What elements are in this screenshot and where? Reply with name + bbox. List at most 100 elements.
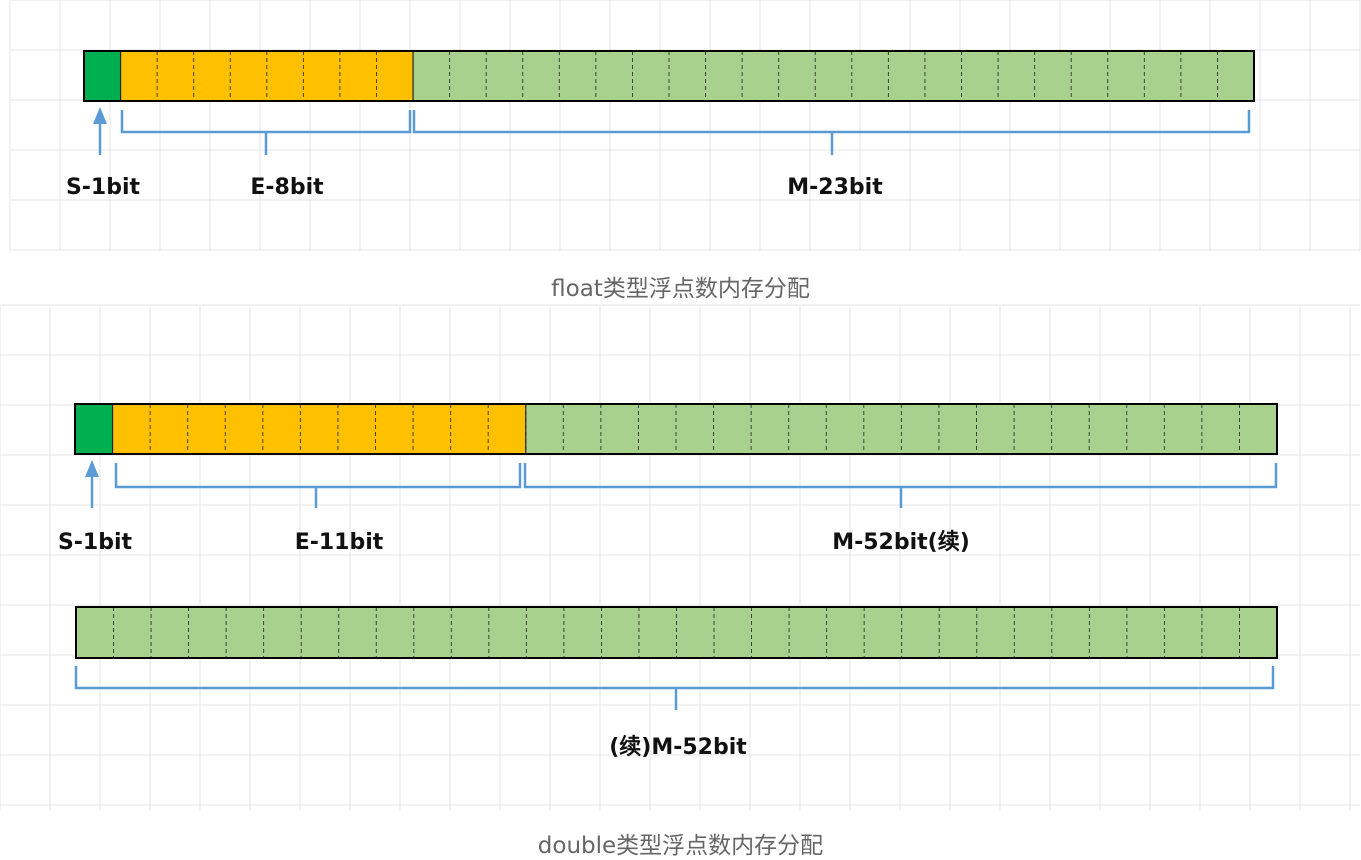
float-mantissa-bit-cell xyxy=(961,51,999,101)
double-continuation-mantissa-bit-cell xyxy=(526,607,565,658)
double-mantissa-bit-cell xyxy=(1126,404,1165,454)
double-exponent-bit-cell xyxy=(488,404,527,454)
double-continuation-mantissa-bit-cell xyxy=(751,607,790,658)
double-continuation-mantissa-bit-cell xyxy=(563,607,602,658)
float-mantissa-bit-cell xyxy=(559,51,597,101)
float-mantissa-bit-cell xyxy=(669,51,706,101)
float-mantissa-label: M-23bit xyxy=(787,175,883,200)
double-continuation-label: (续)M-52bit xyxy=(609,734,747,760)
double-mantissa-bit-cell xyxy=(713,404,752,454)
double-mantissa-bit-cell xyxy=(600,404,639,454)
double-mantissa-bit-cell xyxy=(788,404,827,454)
double-continuation-mantissa-bit-cell xyxy=(939,607,978,658)
double-exponent-label: E-11bit xyxy=(295,530,384,555)
double-mantissa-bit-cell xyxy=(1014,404,1052,454)
double-sign-bit-cell xyxy=(75,404,113,454)
float-mantissa-bit-cell xyxy=(705,51,743,101)
float-mantissa-bit-cell xyxy=(1180,51,1218,101)
double-mantissa-bit-cell xyxy=(976,404,1015,454)
double-continuation-mantissa-bit-cell xyxy=(714,607,752,658)
float-mantissa-bit-cell xyxy=(595,51,633,101)
double-mantissa-bit-cell xyxy=(863,404,902,454)
float-mantissa-bit-cell xyxy=(486,51,524,101)
float-sign-label: S-1bit xyxy=(66,175,141,200)
float-exponent-label: E-8bit xyxy=(250,175,324,200)
float-bar-outline xyxy=(83,50,1255,102)
double-exponent-bit-cell xyxy=(262,404,301,454)
double-continuation-mantissa-bit-cell xyxy=(451,607,490,658)
double-mantissa-bit-cell xyxy=(826,404,865,454)
double-mantissa-bit-cell xyxy=(1051,404,1090,454)
double-exponent-bit-cell xyxy=(225,404,264,454)
double-mantissa-bit-cell xyxy=(1201,404,1240,454)
double-continuation-mantissa-bit-cell xyxy=(676,607,715,658)
float-mantissa-bit-cell xyxy=(851,51,889,101)
float-mantissa-brace xyxy=(412,110,1251,155)
float-exponent-bit-cell xyxy=(230,51,268,101)
double-continuation-mantissa-bit-cell xyxy=(1089,607,1128,658)
float-mantissa-bit-cell xyxy=(1144,51,1182,101)
float-mantissa-bit-cell xyxy=(522,51,560,101)
float-mantissa-bit-cell xyxy=(1071,51,1109,101)
double-bit-bar-row1 xyxy=(74,403,1278,455)
double-mantissa-bit-cell xyxy=(901,404,940,454)
float-bar-cells xyxy=(83,50,1255,102)
double-continuation-mantissa-bit-cell xyxy=(1201,607,1240,658)
double-continuation-mantissa-bit-cell xyxy=(1051,607,1090,658)
float-exponent-bit-cell xyxy=(120,51,158,101)
double-continuation-mantissa-bit-cell xyxy=(338,607,377,658)
double-continuation-mantissa-bit-cell xyxy=(601,607,640,658)
double-continuation-mantissa-bit-cell xyxy=(864,607,902,658)
double-continuation-mantissa-bit-cell xyxy=(901,607,940,658)
double-continuation-mantissa-bit-cell xyxy=(76,607,114,658)
float-mantissa-bit-cell xyxy=(815,51,853,101)
float-exponent-bit-cell xyxy=(339,51,377,101)
double-bar-outline xyxy=(74,403,1278,455)
double-continuation-bar-outline xyxy=(75,606,1278,659)
double-mantissa-bit-cell xyxy=(638,404,677,454)
float-mantissa-bit-cell xyxy=(778,51,816,101)
double-exponent-bit-cell xyxy=(150,404,188,454)
float-mantissa-bit-cell xyxy=(924,51,962,101)
double-exponent-bit-cell xyxy=(413,404,451,454)
double-mantissa-bit-cell xyxy=(1164,404,1203,454)
float-exponent-bit-cell xyxy=(193,51,231,101)
double-continuation-mantissa-bit-cell xyxy=(789,607,827,658)
double-exponent-bit-cell xyxy=(300,404,339,454)
double-mantissa-brace xyxy=(523,463,1278,508)
float-mantissa-bit-cell xyxy=(998,51,1035,101)
float-exponent-bit-cell xyxy=(157,51,194,101)
float-mantissa-bit-cell xyxy=(742,51,779,101)
double-mantissa-bit-cell xyxy=(563,404,602,454)
double-mantissa-bit-cell xyxy=(751,404,789,454)
double-mantissa-bit-cell xyxy=(1089,404,1128,454)
double-continuation-mantissa-bit-cell xyxy=(301,607,340,658)
double-continuation-mantissa-bit-cell xyxy=(1164,607,1203,658)
double-continuation-mantissa-bit-cell xyxy=(1014,607,1053,658)
double-sign-arrow xyxy=(85,460,99,508)
double-exponent-bit-cell xyxy=(187,404,226,454)
float-mantissa-bit-cell xyxy=(888,51,926,101)
double-continuation-mantissa-bit-cell xyxy=(1239,607,1278,658)
float-exponent-bit-cell xyxy=(376,51,414,101)
double-continuation-mantissa-bit-cell xyxy=(638,607,677,658)
double-exponent-bit-cell xyxy=(337,404,376,454)
double-bar-cells-continuation xyxy=(75,606,1278,659)
double-mantissa-bit-cell xyxy=(676,404,714,454)
double-continuation-mantissa-bit-cell xyxy=(226,607,264,658)
float-mantissa-bit-cell xyxy=(632,51,670,101)
float-mantissa-bit-cell xyxy=(1107,51,1145,101)
double-bar-cells xyxy=(74,403,1278,455)
double-exponent-bit-cell xyxy=(375,404,414,454)
double-continuation-mantissa-bit-cell xyxy=(413,607,452,658)
float-exponent-brace xyxy=(120,110,412,155)
float-sign-arrow xyxy=(93,107,107,155)
double-continuation-brace xyxy=(74,666,1275,710)
double-sign-label: S-1bit xyxy=(58,530,133,555)
double-continuation-mantissa-bit-cell xyxy=(188,607,227,658)
double-continuation-mantissa-bit-cell xyxy=(1126,607,1165,658)
double-exponent-bit-cell xyxy=(450,404,489,454)
double-exponent-bit-cell xyxy=(112,404,151,454)
float-exponent-bit-cell xyxy=(303,51,341,101)
float-sign-bit-cell xyxy=(84,51,121,101)
